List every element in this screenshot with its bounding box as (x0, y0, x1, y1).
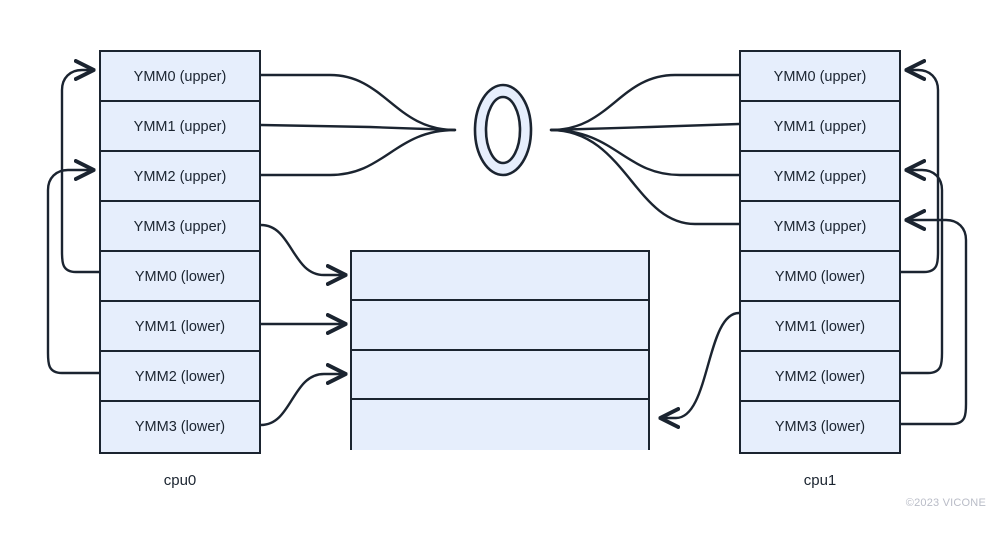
ring-ellipse-icon (473, 83, 533, 177)
reg-row[interactable]: YMM2 (lower) (741, 352, 899, 402)
reg-row[interactable]: YMM3 (upper) (741, 202, 899, 252)
reg-row[interactable]: YMM1 (upper) (741, 102, 899, 152)
regfile-cpu0: YMM0 (upper) YMM1 (upper) YMM2 (upper) Y… (99, 50, 261, 454)
reg-row[interactable]: YMM2 (upper) (741, 152, 899, 202)
wire-hub-to-right-ymm0u (549, 73, 741, 132)
wire-left-ymm0u-to-hub (259, 73, 457, 132)
wire-left-ymm2l-to-ymm2u (46, 170, 101, 375)
wire-left-ymm2u-to-hub (259, 128, 457, 177)
cpu0-label: cpu0 (163, 472, 197, 489)
wire-right-ymm0l-to-ymm0u (899, 70, 940, 274)
reg-row[interactable]: YMM1 (lower) (741, 302, 899, 352)
reg-row[interactable]: YMM1 (lower) (101, 302, 259, 352)
reg-row[interactable]: YMM3 (upper) (101, 202, 259, 252)
reg-row[interactable]: YMM0 (lower) (741, 252, 899, 302)
buffer-row[interactable] (352, 301, 648, 351)
reg-row[interactable]: YMM0 (upper) (101, 52, 259, 102)
wire-hub-to-right-ymm2u (549, 128, 741, 177)
shared-buffer (350, 250, 650, 450)
wire-left-ymm1u-to-hub (259, 123, 457, 132)
wire-right-ymm1l-to-buffer-row4 (662, 311, 741, 418)
buffer-row[interactable] (352, 400, 648, 450)
reg-row[interactable]: YMM2 (lower) (101, 352, 259, 402)
reg-row[interactable]: YMM1 (upper) (101, 102, 259, 152)
copyright-watermark: ©2023 VICONE (905, 497, 986, 509)
buffer-row[interactable] (352, 252, 648, 302)
buffer-row[interactable] (352, 350, 648, 401)
reg-row[interactable]: YMM3 (lower) (741, 402, 899, 452)
reg-row[interactable]: YMM0 (lower) (101, 252, 259, 302)
wire-hub-to-right-ymm3u (549, 128, 741, 226)
cpu1-label: cpu1 (803, 472, 837, 489)
wire-hub-to-right-ymm1u (549, 122, 741, 132)
reg-row[interactable]: YMM3 (lower) (101, 402, 259, 452)
reg-row[interactable]: YMM0 (upper) (741, 52, 899, 102)
wire-right-ymm3l-to-ymm3u (899, 220, 968, 426)
wire-left-ymm3u-to-buffer-row1 (259, 223, 344, 275)
wire-left-ymm3l-to-buffer-row3 (259, 374, 344, 427)
reg-row[interactable]: YMM2 (upper) (101, 152, 259, 202)
wire-right-ymm2l-to-ymm2u (899, 170, 944, 375)
regfile-cpu1: YMM0 (upper) YMM1 (upper) YMM2 (upper) Y… (739, 50, 901, 454)
